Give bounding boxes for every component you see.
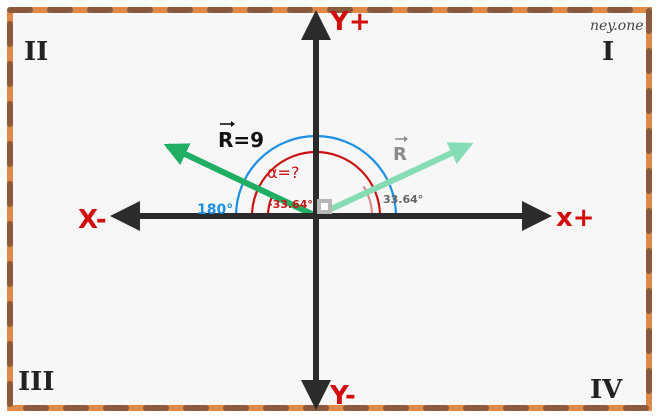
quadrant-label-i: I bbox=[602, 37, 614, 67]
quadrant-label-ii: II bbox=[24, 37, 48, 67]
x-positive-label: x+ bbox=[556, 203, 595, 233]
quadrant-label-iii: III bbox=[18, 367, 55, 397]
reference-vector-label: R bbox=[393, 136, 408, 165]
neg-angle-label: -33.64° bbox=[268, 198, 313, 211]
pos-angle-label: 33.64° bbox=[383, 193, 423, 206]
y-positive-label: Y+ bbox=[329, 7, 371, 37]
x-negative-label: X- bbox=[78, 205, 107, 235]
reference-label-text: R bbox=[393, 144, 407, 165]
quadrant-label-iv: IV bbox=[590, 375, 623, 405]
right-angle-marker-inner bbox=[321, 203, 328, 210]
resultant-label-text: R=9 bbox=[218, 128, 264, 152]
resultant-vector-label: R=9 bbox=[218, 121, 264, 152]
y-negative-label: Y- bbox=[329, 381, 356, 411]
angle-180-label: 180° bbox=[197, 202, 233, 218]
alpha-label: α=? bbox=[267, 163, 299, 182]
watermark: ney.one bbox=[590, 18, 644, 34]
